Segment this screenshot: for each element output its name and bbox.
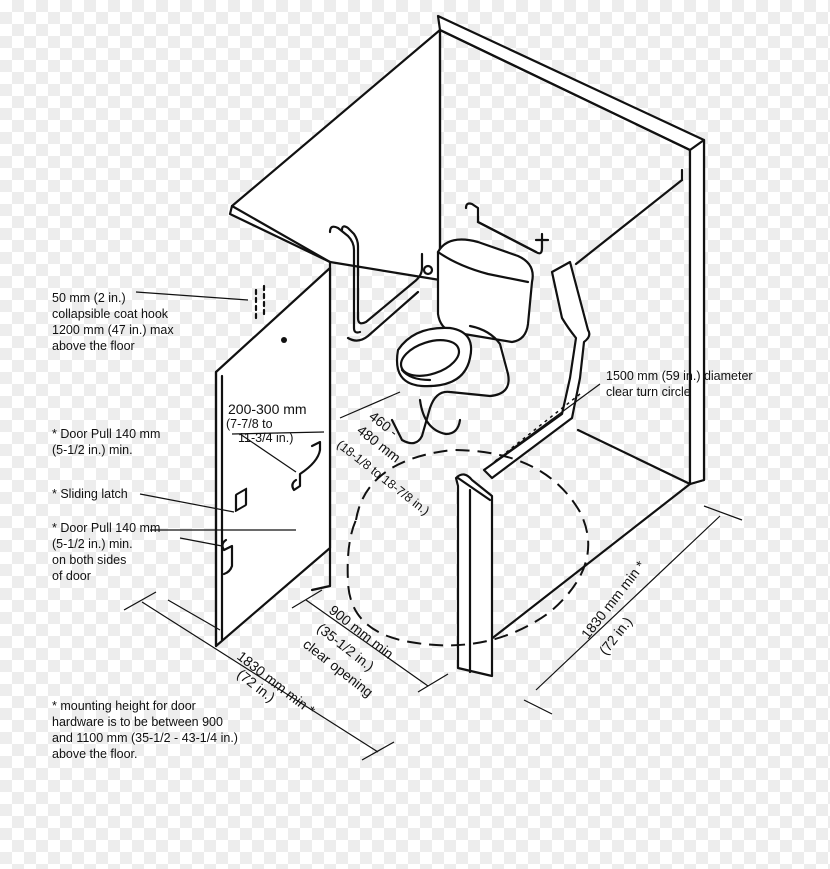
back-wall-panel — [436, 14, 706, 642]
dim-200-300-label: 200-300 mm — [228, 401, 307, 417]
footnote-line-3: and 1100 mm (35-1/2 - 43-1/4 in.) — [52, 731, 238, 745]
door-pull-label-1: * Door Pull 140 mm — [52, 427, 160, 441]
sliding-latch-label: * Sliding latch — [52, 487, 128, 501]
coat-hook-label-4: above the floor — [52, 339, 135, 353]
coat-hook-label-3: 1200 mm (47 in.) max — [52, 323, 174, 337]
grab-bar-right — [464, 202, 550, 255]
dimension-lines — [123, 291, 743, 761]
turn-circle — [346, 393, 590, 647]
grab-bar-back — [328, 225, 434, 342]
footnote-line-2: hardware is to be between 900 — [52, 715, 223, 729]
door-pull-both-sides-label-1: * Door Pull 140 mm — [52, 521, 160, 535]
coat-hook-label-1: 50 mm (2 in.) — [52, 291, 126, 305]
coat-hook-label-2: collapsible coat hook — [52, 307, 169, 321]
front-pilaster — [454, 473, 494, 678]
footnote-line-4: above the floor. — [52, 747, 137, 761]
footnote-line-1: * mounting height for door — [52, 699, 196, 713]
door-pull-label-2: (5-1/2 in.) min. — [52, 443, 133, 457]
dim-200-300-sub-1: (7-7/8 to — [226, 417, 273, 431]
turn-circle-label-2: clear turn circle — [606, 385, 691, 399]
door-pull-both-sides-label-4: of door — [52, 569, 91, 583]
dim-200-300-sub-2: 11-3/4 in.) — [238, 431, 293, 445]
door-pull-both-sides-label-2: (5-1/2 in.) min. — [52, 537, 133, 551]
turn-circle-label-1: 1500 mm (59 in.) diameter — [606, 369, 753, 383]
door-pull-both-sides-label-3: on both sides — [52, 553, 126, 567]
right-side-panel — [482, 168, 684, 480]
toilet — [390, 238, 534, 445]
